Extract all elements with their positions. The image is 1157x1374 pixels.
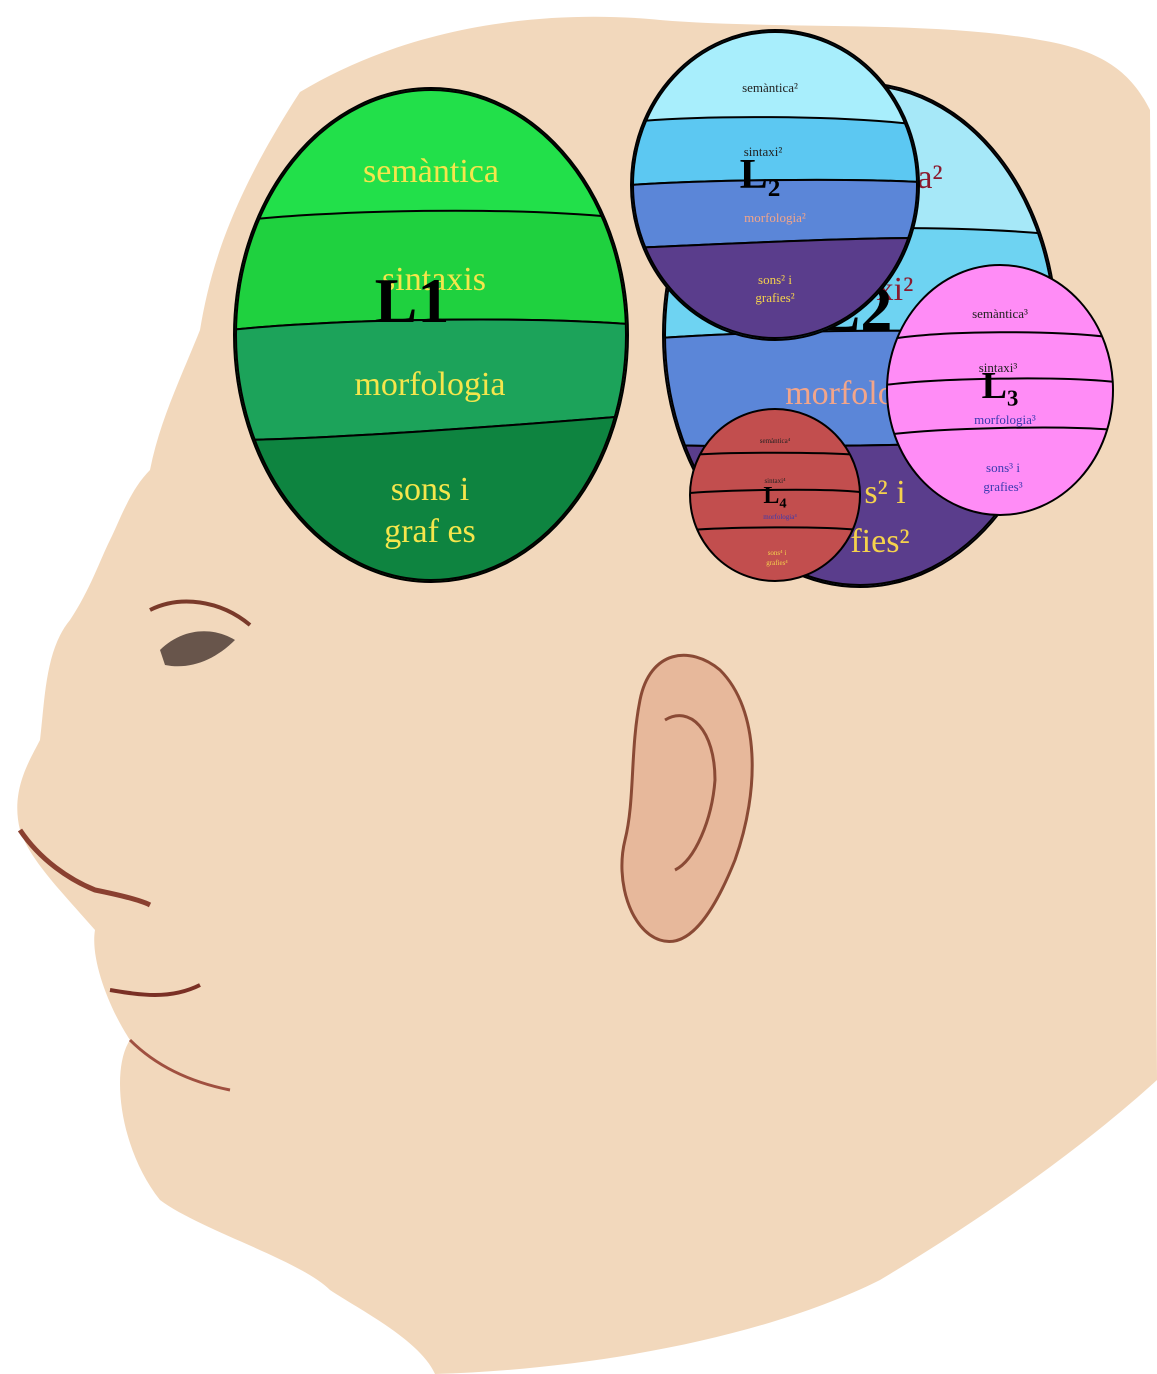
l4-label-sons-line2: grafies⁴ bbox=[766, 559, 788, 567]
l2-small-label-sons-line2: grafies² bbox=[755, 290, 794, 305]
l4-label-sons-line1: sons⁴ i bbox=[768, 549, 787, 557]
l2-small-label-sons-line1: sons² i bbox=[758, 272, 792, 287]
l2-small-name: L₂ bbox=[740, 152, 781, 198]
l3-label-semantica: semàntica³ bbox=[972, 306, 1028, 321]
l1-label-morfologia: morfologia bbox=[354, 366, 505, 403]
l2-big-label-sons-line1: s² i bbox=[864, 474, 905, 511]
l4-name: L₄ bbox=[763, 483, 786, 509]
l1-label-sons-line2: graf es bbox=[384, 513, 476, 550]
l3-label-sons-line1: sons³ i bbox=[986, 460, 1020, 475]
l2-small-label-morfologia: morfologia² bbox=[744, 210, 806, 225]
l1-name: L1 bbox=[375, 265, 450, 336]
l4-label-semantica: semàntica⁴ bbox=[760, 437, 791, 445]
l3-label-sons-line2: grafies³ bbox=[983, 479, 1022, 494]
l4-label-morfologia: morfologia⁴ bbox=[763, 513, 797, 521]
l2-big-label-semantica: a² bbox=[917, 159, 942, 196]
l2-big-label-sons-line2: fies² bbox=[850, 523, 909, 560]
l3-label-morfologia: morfologia³ bbox=[974, 412, 1036, 427]
l2-big-label-morfologia: morfolo bbox=[785, 375, 895, 412]
l3-ellipse: semàntica³ sintaxi³ L₃ morfologia³ sons³… bbox=[885, 265, 1115, 515]
l2-small-label-semantica: semàntica² bbox=[742, 80, 798, 95]
l4-ellipse: semàntica⁴ sintaxi⁴ L₄ morfologia⁴ sons⁴… bbox=[690, 409, 860, 581]
l1-label-sons-line1: sons i bbox=[391, 471, 469, 508]
l3-name: L₃ bbox=[982, 365, 1019, 407]
l1-label-semantica: semàntica bbox=[363, 153, 499, 190]
